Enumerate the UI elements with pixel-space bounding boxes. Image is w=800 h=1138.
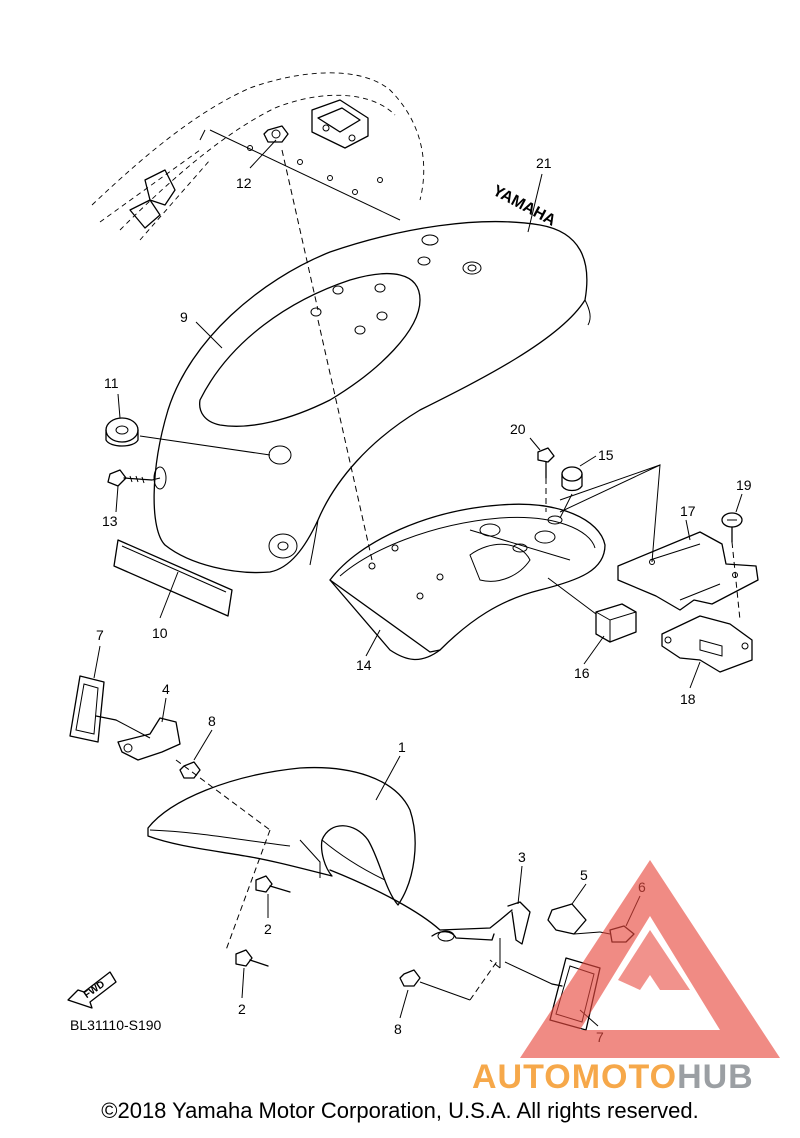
callout-17: 17 — [680, 503, 696, 519]
nut-8-upper — [179, 761, 201, 779]
callout-15: 15 — [598, 447, 614, 463]
callout-2-lower: 2 — [238, 1001, 246, 1017]
inner-fender-14 — [329, 503, 606, 661]
fwd-arrow-icon: FWD — [67, 971, 117, 1009]
callout-8-upper: 8 — [208, 713, 216, 729]
callout-5: 5 — [580, 867, 588, 883]
callout-9: 9 — [180, 309, 188, 325]
logo-text: AUTOMOTOHUB — [472, 1058, 754, 1096]
footer-copyright: ©2018 Yamaha Motor Corporation, U.S.A. A… — [101, 1098, 699, 1123]
reflector-7-left — [69, 675, 117, 743]
bracket-5 — [547, 903, 601, 935]
frame-outline — [91, 72, 425, 241]
screw-19 — [721, 512, 743, 543]
stay-3 — [329, 869, 531, 968]
automotohub-logo: AUTOMOTOHUB — [472, 860, 780, 1096]
callout-20: 20 — [510, 421, 526, 437]
bolt-13 — [107, 469, 153, 487]
seat-bracket — [311, 99, 369, 149]
callout-18: 18 — [680, 691, 696, 707]
callout-10: 10 — [152, 625, 168, 641]
logo-text-gray: HUB — [677, 1058, 754, 1096]
diagram-code: BL31110-S190 — [70, 1017, 162, 1033]
grommet-11 — [105, 417, 139, 447]
callout-21: 21 — [536, 155, 552, 171]
callout-19: 19 — [736, 477, 752, 493]
bracket-4 — [117, 717, 181, 761]
front-fender-1 — [147, 766, 416, 906]
callout-11: 11 — [104, 375, 119, 391]
callout-16: 16 — [574, 665, 590, 681]
callout-13: 13 — [102, 513, 118, 529]
reflector-strip-10 — [113, 539, 233, 617]
frame-holes — [247, 145, 383, 195]
logo-triangle-icon — [520, 860, 780, 1058]
bolt-20 — [537, 447, 555, 479]
callout-7-left: 7 — [96, 627, 104, 643]
logo-text-orange: AUTOMOTO — [472, 1058, 677, 1096]
callout-2-upper: 2 — [264, 921, 272, 937]
bracket-17 — [617, 531, 759, 611]
nut-12 — [263, 125, 289, 143]
collar-15 — [561, 466, 583, 492]
latch-part — [129, 169, 176, 229]
callout-12: 12 — [236, 175, 252, 191]
bolt-2-upper — [255, 875, 291, 893]
block-16 — [595, 603, 637, 643]
nut-8-lower — [399, 969, 421, 987]
callout-8-lower: 8 — [394, 1021, 402, 1037]
plate-18 — [661, 615, 753, 673]
rear-fender-9 — [153, 221, 591, 574]
callout-4: 4 — [162, 681, 170, 697]
callout-3: 3 — [518, 849, 526, 865]
callout-1: 1 — [398, 739, 406, 755]
callout-14: 14 — [356, 657, 372, 673]
bolt-2-lower — [235, 949, 269, 967]
